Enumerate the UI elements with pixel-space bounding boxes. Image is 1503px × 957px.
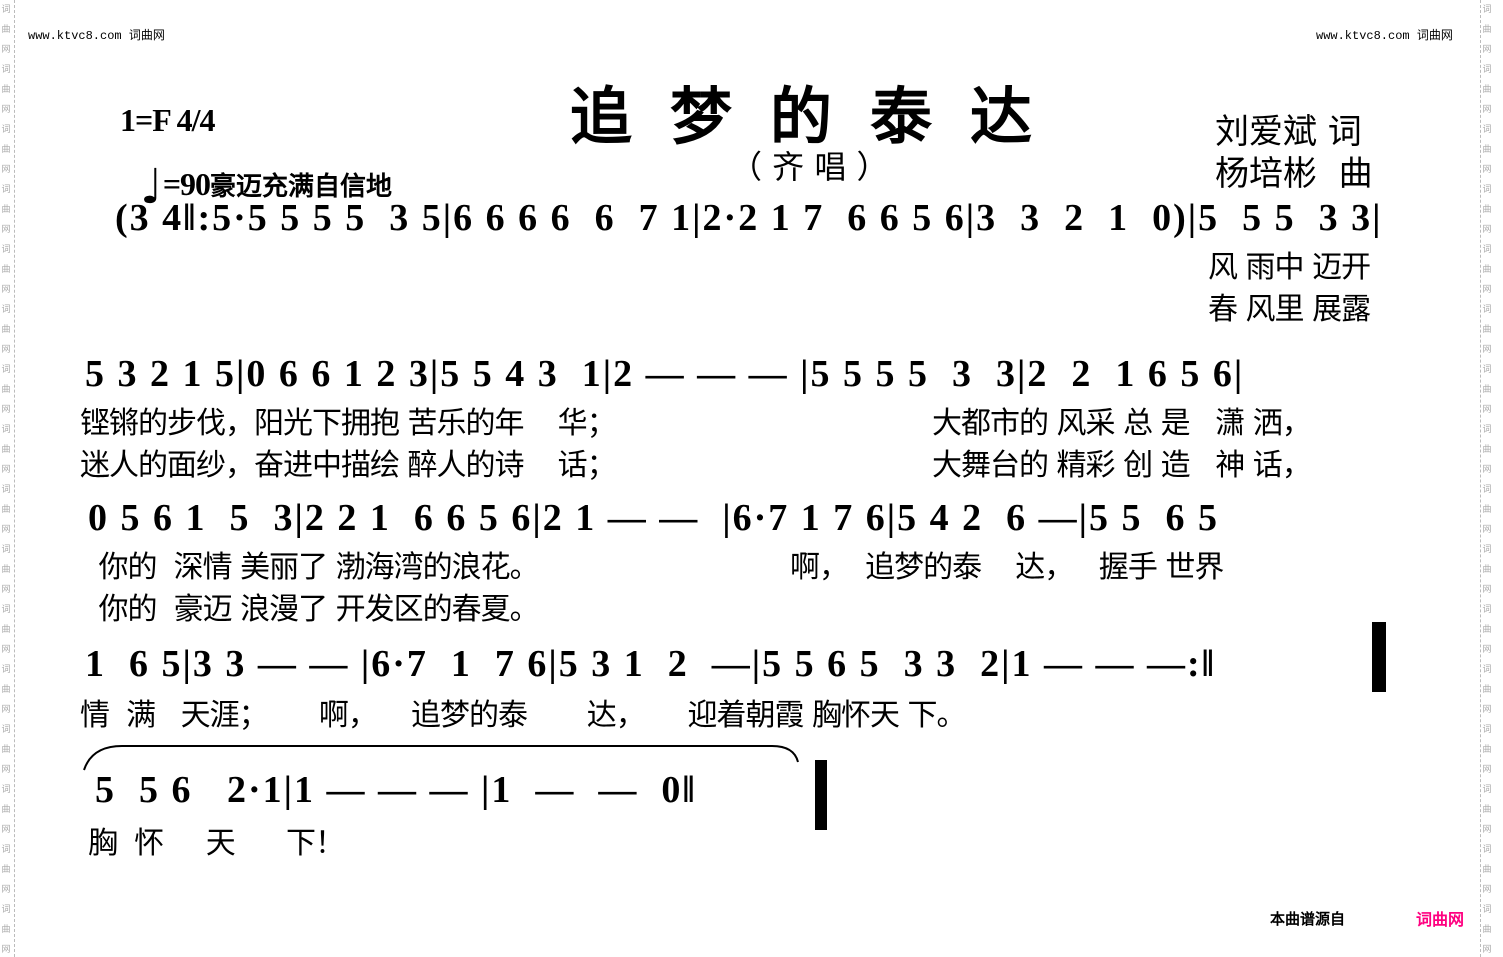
side-watermark-text: 词曲网 — [1, 305, 11, 355]
side-watermark-text: 词曲网 — [1, 725, 11, 775]
side-watermark-text: 词曲网 — [1482, 545, 1492, 595]
side-watermark-text: 词曲网 — [1, 425, 11, 475]
notation-row-2: 5 3 2 1 5|0 6 6 1 2 3|5 5 4 3 1|2 — — — … — [85, 353, 1245, 395]
source-link[interactable]: 词曲网 — [1416, 910, 1465, 929]
lyrics-row-2-verse-1: 铿锵的步伐，阳光下拥抱 苦乐的年 华； — [80, 406, 617, 441]
side-watermark-text: 词曲网 — [1482, 905, 1492, 955]
side-watermark-text: 词曲网 — [1, 845, 11, 895]
lyrics-row-2-verse-2: 迷人的面纱，奋进中描绘 醉人的诗 话； — [80, 448, 617, 483]
site-watermark-right: www.ktvc8.com 词曲网 — [1316, 29, 1453, 43]
side-watermark-text: 词曲网 — [1, 665, 11, 715]
side-watermark-text: 词曲网 — [1482, 5, 1492, 55]
side-watermark-text: 词曲网 — [1, 605, 11, 655]
side-watermark-text: 词曲网 — [1482, 185, 1492, 235]
left-watermark-strip: 词曲网词曲网词曲网词曲网词曲网词曲网词曲网词曲网词曲网词曲网词曲网词曲网词曲网词… — [0, 0, 15, 957]
lyrics-row-1-verse-2-right: 春 风里 展露 — [1208, 292, 1371, 327]
source-label: 本曲谱源自 — [1270, 910, 1346, 928]
coda-bracket — [83, 745, 799, 771]
side-watermark-text: 词曲网 — [1482, 485, 1492, 535]
side-watermark-text: 词曲网 — [1, 785, 11, 835]
side-watermark-text: 词曲网 — [1482, 605, 1492, 655]
lyricist-credit: 刘爱斌 词 — [1215, 112, 1362, 152]
side-watermark-text: 词曲网 — [1, 5, 11, 55]
side-watermark-text: 词曲网 — [1, 125, 11, 175]
key-time-signature: 1=F 4/4 — [120, 102, 215, 138]
side-watermark-text: 词曲网 — [1, 905, 11, 955]
final-barline — [815, 760, 827, 830]
lyrics-row-4: 情 满 天涯； 啊， 追梦的泰 达， 迎着朝霞 胸怀天 下。 — [80, 698, 967, 733]
side-watermark-text: 词曲网 — [1, 365, 11, 415]
side-watermark-text: 词曲网 — [1482, 365, 1492, 415]
side-watermark-text: 词曲网 — [1482, 305, 1492, 355]
side-watermark-text: 词曲网 — [1, 545, 11, 595]
side-watermark-text: 词曲网 — [1, 245, 11, 295]
side-watermark-text: 词曲网 — [1, 65, 11, 115]
lyrics-row-5: 胸 怀 天 下！ — [88, 826, 345, 861]
notation-row-3: 0 5 6 1 5 3|2 2 1 6 6 5 6|2 1 — — |6·7 1… — [88, 497, 1220, 539]
right-watermark-strip: 词曲网词曲网词曲网词曲网词曲网词曲网词曲网词曲网词曲网词曲网词曲网词曲网词曲网词… — [1480, 0, 1495, 957]
side-watermark-text: 词曲网 — [1482, 665, 1492, 715]
notation-row-1: (3 4‖:5·5 5 5 5 3 5|6 6 6 6 6 7 1|2·2 1 … — [115, 197, 1383, 239]
lyrics-row-1-verse-1-right: 风 雨中 迈开 — [1208, 250, 1371, 285]
quarter-note-icon: ♩ — [140, 159, 163, 215]
song-title: 追梦的泰达 — [570, 80, 1071, 153]
side-watermark-text: 词曲网 — [1482, 725, 1492, 775]
repeat-end-barline — [1372, 622, 1386, 692]
side-watermark-text: 词曲网 — [1482, 845, 1492, 895]
performance-type: （ 齐 唱 ） — [730, 148, 889, 186]
side-watermark-text: 词曲网 — [1482, 425, 1492, 475]
site-watermark-left: www.ktvc8.com 词曲网 — [28, 29, 165, 43]
tempo-marking: ♩=90豪迈充满自信地 — [140, 159, 393, 215]
lyrics-row-2-verse-1-right: 大都市的 风采 总 是 潇 洒， — [932, 406, 1312, 441]
side-watermark-text: 词曲网 — [1482, 65, 1492, 115]
side-watermark-text: 词曲网 — [1482, 785, 1492, 835]
side-watermark-text: 词曲网 — [1, 485, 11, 535]
side-watermark-text: 词曲网 — [1482, 245, 1492, 295]
lyrics-row-3-verse-1: 你的 深情 美丽了 渤海湾的浪花。 — [90, 550, 540, 585]
side-watermark-text: 词曲网 — [1482, 125, 1492, 175]
lyrics-row-3-right: 啊， 追梦的泰 达， 握手 世界 — [790, 550, 1224, 585]
lyrics-row-2-verse-2-right: 大舞台的 精彩 创 造 神 话， — [932, 448, 1312, 483]
composer-credit: 杨培彬 曲 — [1215, 154, 1373, 194]
side-watermark-text: 词曲网 — [1, 185, 11, 235]
lyrics-row-3-verse-2: 你的 豪迈 浪漫了 开发区的春夏。 — [90, 592, 540, 627]
notation-row-5: 5 5 6 2·1|1 — — — |1 — — 0‖ — [95, 769, 697, 811]
notation-row-4: 1 6 5|3 3 — — |6·7 1 7 6|5 3 1 2 —|5 5 6… — [85, 643, 1216, 685]
expression-marking: 豪迈充满自信地 — [210, 172, 393, 202]
